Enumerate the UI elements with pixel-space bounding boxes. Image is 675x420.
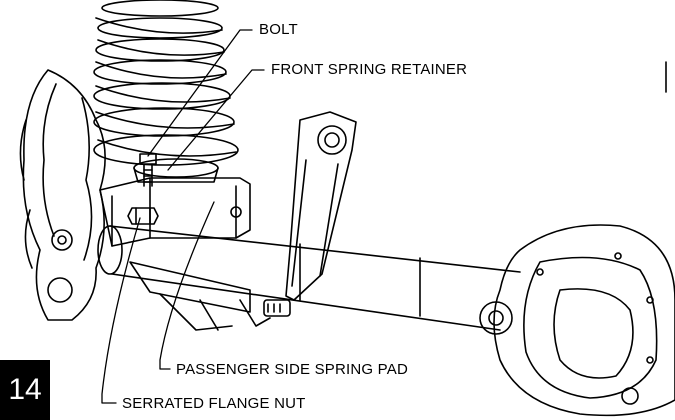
- steering-knuckle: [19, 69, 106, 321]
- flange-nut: [127, 207, 159, 225]
- leader-bolt: [147, 29, 253, 157]
- callout-bolt: BOLT: [259, 21, 298, 38]
- page-number-badge: 14: [0, 360, 50, 420]
- differential-housing: [479, 224, 675, 417]
- callout-front-spring-retainer: FRONT SPRING RETAINER: [271, 61, 468, 78]
- leader-retainer: [167, 69, 265, 171]
- spring-retainer: [133, 158, 219, 183]
- leader-spring-pad: [159, 201, 215, 370]
- leader-lines: [101, 29, 265, 404]
- leader-nut: [101, 217, 141, 404]
- axle-tube: [97, 225, 521, 331]
- callout-passenger-side-spring-pad: PASSENGER SIDE SPRING PAD: [176, 361, 408, 378]
- bolt: [139, 153, 157, 187]
- callout-serrated-flange-nut: SERRATED FLANGE NUT: [122, 395, 306, 412]
- coil-spring: [93, 0, 239, 166]
- track-bar: [285, 111, 357, 301]
- spring-pad-bracket: [99, 177, 291, 331]
